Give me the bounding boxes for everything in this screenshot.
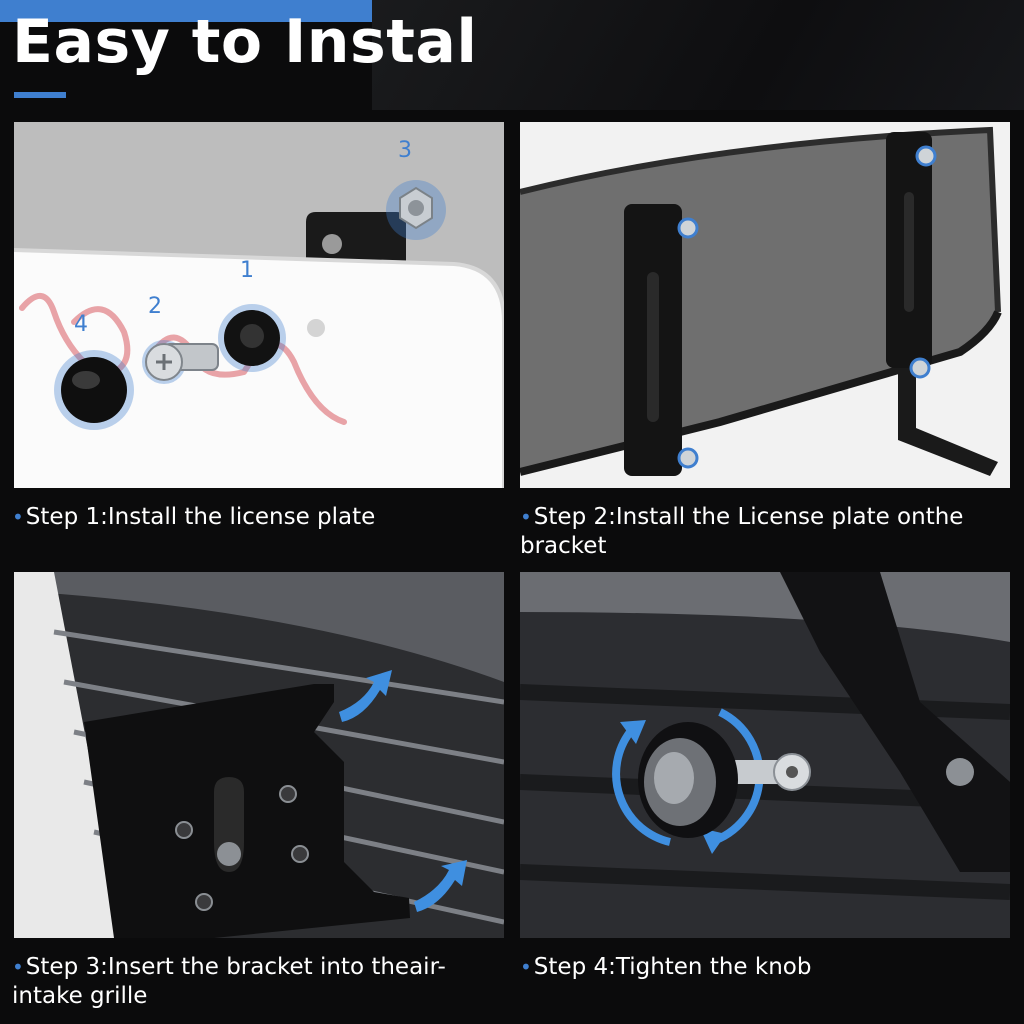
bullet-dot-icon: • <box>520 505 532 529</box>
step-3-image <box>14 572 504 938</box>
step-2-text: Step 2:Install the License plate onthe b… <box>520 504 964 559</box>
callout-2: 2 <box>148 294 162 319</box>
header-background <box>372 0 1024 110</box>
screw-icon <box>142 340 219 384</box>
step-2-image <box>520 122 1010 488</box>
bracket-tab <box>306 212 406 272</box>
step-4-image <box>520 572 1010 938</box>
step-3-caption: •Step 3:Insert the bracket into theair-i… <box>12 953 502 1011</box>
car-bumper <box>14 572 124 938</box>
header-accent-bar <box>0 0 372 22</box>
step-4-text: Step 4:Tighten the knob <box>533 954 812 980</box>
curved-arrow-icon <box>339 670 392 722</box>
step-1-text: Step 1:Install the license plate <box>25 504 376 530</box>
screw-cap-icon <box>54 350 134 430</box>
callout-1: 1 <box>240 258 254 283</box>
callout-3: 3 <box>398 138 412 163</box>
step-1-image: 3 1 2 4 <box>14 122 504 488</box>
callout-4: 4 <box>74 312 88 337</box>
grille-bracket <box>84 684 410 938</box>
bullet-dot-icon: • <box>12 505 24 529</box>
step-1-caption: •Step 1:Install the license plate <box>12 503 502 532</box>
bullet-dot-icon: • <box>12 955 24 979</box>
step-4-caption: •Step 4:Tighten the knob <box>520 953 1015 982</box>
page-title: Easy to Instal <box>12 7 478 77</box>
hex-nut-icon <box>386 180 446 240</box>
bullet-dot-icon: • <box>520 955 532 979</box>
step-2-caption: •Step 2:Install the License plate onthe … <box>520 503 1015 561</box>
license-plate <box>14 250 504 488</box>
title-underline <box>14 92 66 98</box>
step-3-text: Step 3:Insert the bracket into theair-in… <box>12 954 446 1009</box>
curved-arrow-icon <box>414 860 467 912</box>
rubber-washer-icon <box>218 304 286 372</box>
